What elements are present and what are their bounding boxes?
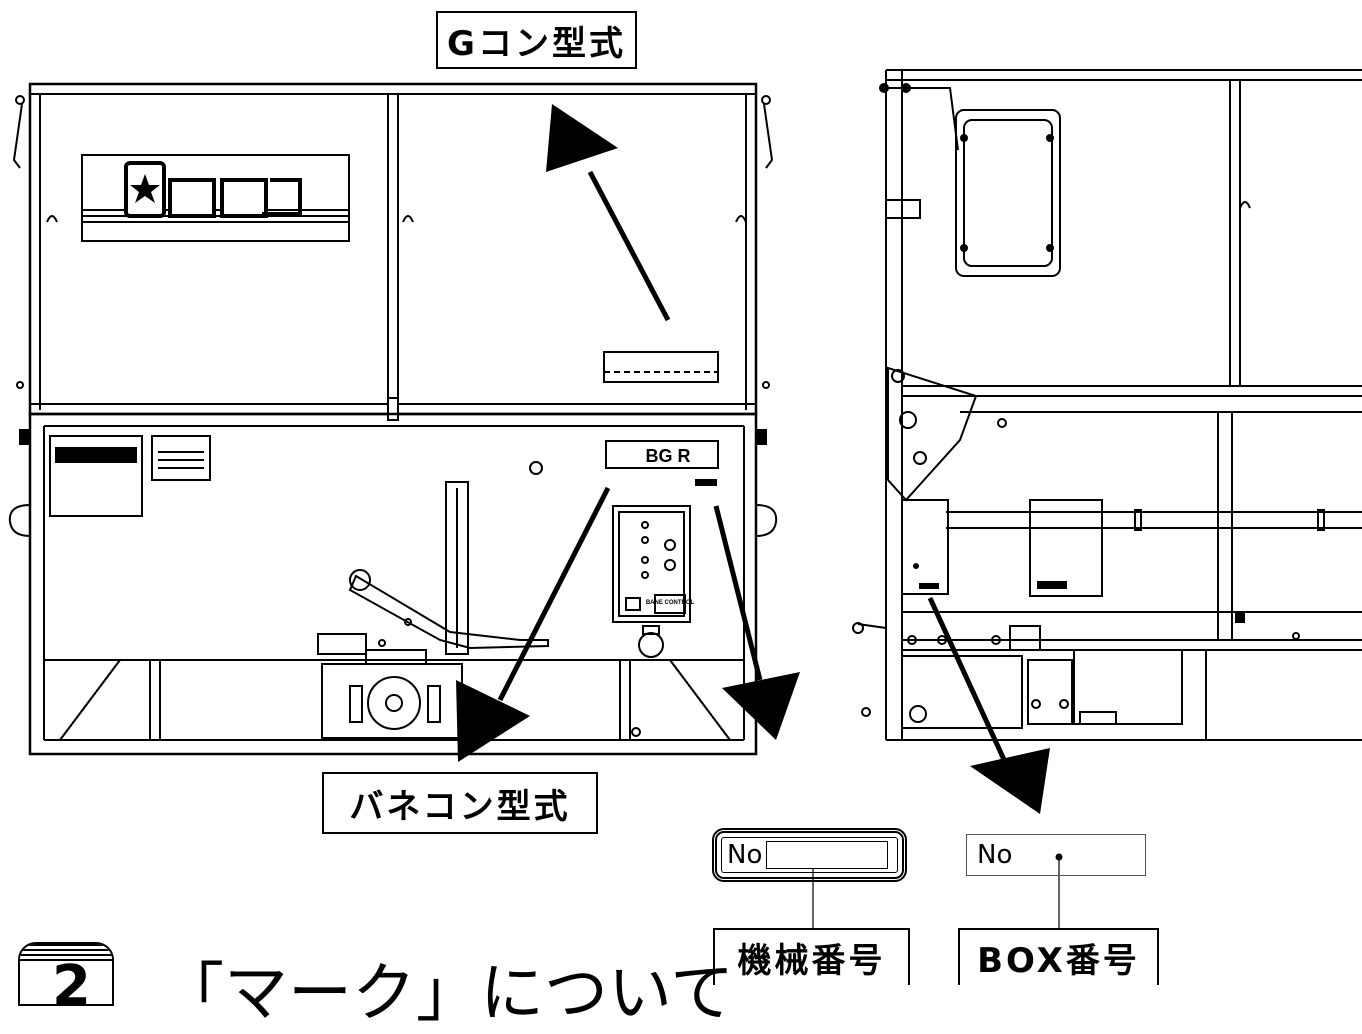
section-number: 2 [52, 954, 91, 1006]
section-number-badge: 2 [18, 942, 114, 1006]
machine-number-label: 機械番号 [713, 928, 910, 985]
front-view-drawing [8, 82, 778, 756]
box-number-label: BOX番号 [958, 928, 1159, 985]
figure: BG R BANE CONTROL Gコン型式 バネコン型式 機械番号 BOX番… [8, 11, 1362, 1031]
control-label-text: BANE CONTROL [646, 600, 695, 606]
box-number-plate: No [966, 834, 1146, 876]
machine-number-field [766, 841, 889, 869]
g-model-label: Gコン型式 [436, 11, 637, 69]
box-number-prefix: No [977, 840, 1013, 870]
section-title: 「マーク」について [160, 957, 735, 1031]
model-plate-text: BG R [646, 446, 691, 466]
side-view-drawing [852, 69, 1362, 741]
badge-stripes [20, 944, 112, 962]
machine-drawings: BG R BANE CONTROL [8, 69, 1362, 928]
pointer-arrows [456, 104, 1063, 928]
machine-number-prefix: No [727, 840, 763, 870]
bane-model-label: バネコン型式 [322, 772, 598, 834]
machine-number-plate: No [712, 828, 907, 882]
